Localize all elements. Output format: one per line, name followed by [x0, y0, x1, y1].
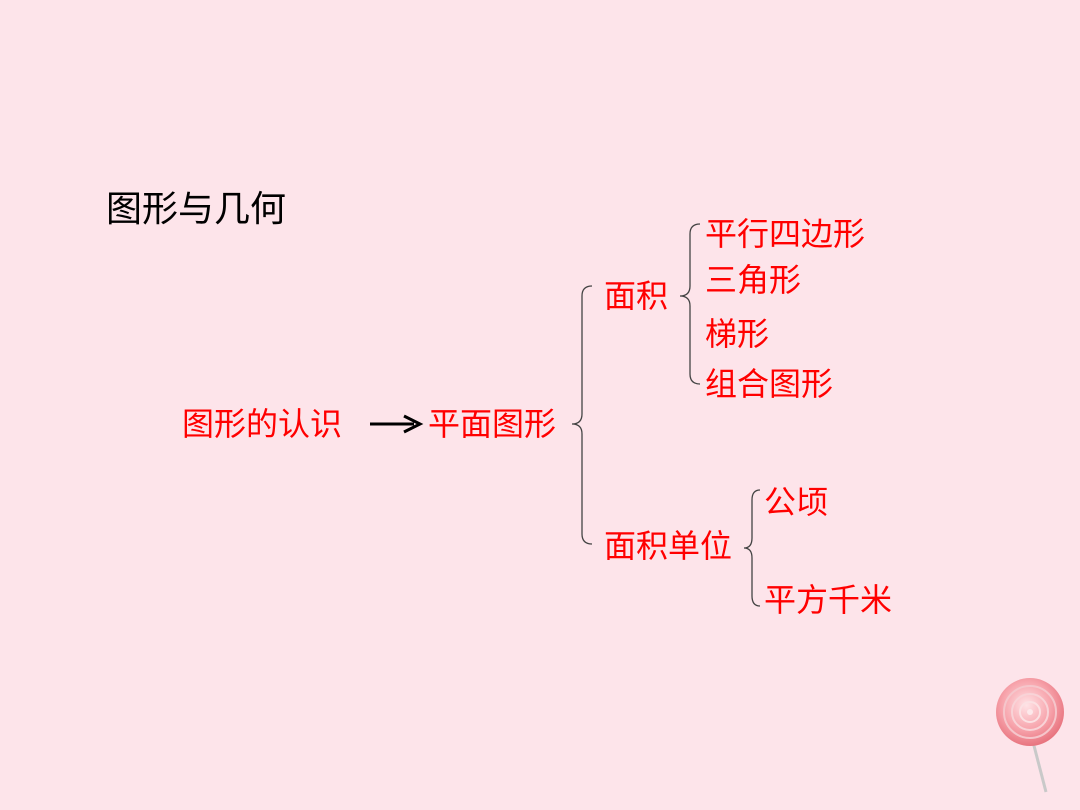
- brace-area-unit: [743, 489, 761, 607]
- area-item-composite: 组合图形: [705, 365, 834, 403]
- area-unit-node: 面积单位: [604, 527, 733, 565]
- arrow-right-icon: [370, 414, 424, 434]
- root-node: 图形的认识: [182, 405, 343, 443]
- brace-plane-figure: [571, 285, 593, 545]
- plane-figure-node: 平面图形: [428, 405, 557, 443]
- slide-title: 图形与几何: [106, 189, 287, 230]
- brace-area: [679, 223, 701, 385]
- unit-item-square-km: 平方千米: [764, 581, 893, 619]
- area-item-triangle: 三角形: [705, 261, 802, 299]
- area-node: 面积: [604, 277, 669, 315]
- area-item-trapezoid: 梯形: [705, 315, 770, 353]
- unit-item-hectare: 公顷: [764, 483, 829, 521]
- area-item-parallelogram: 平行四边形: [705, 215, 866, 253]
